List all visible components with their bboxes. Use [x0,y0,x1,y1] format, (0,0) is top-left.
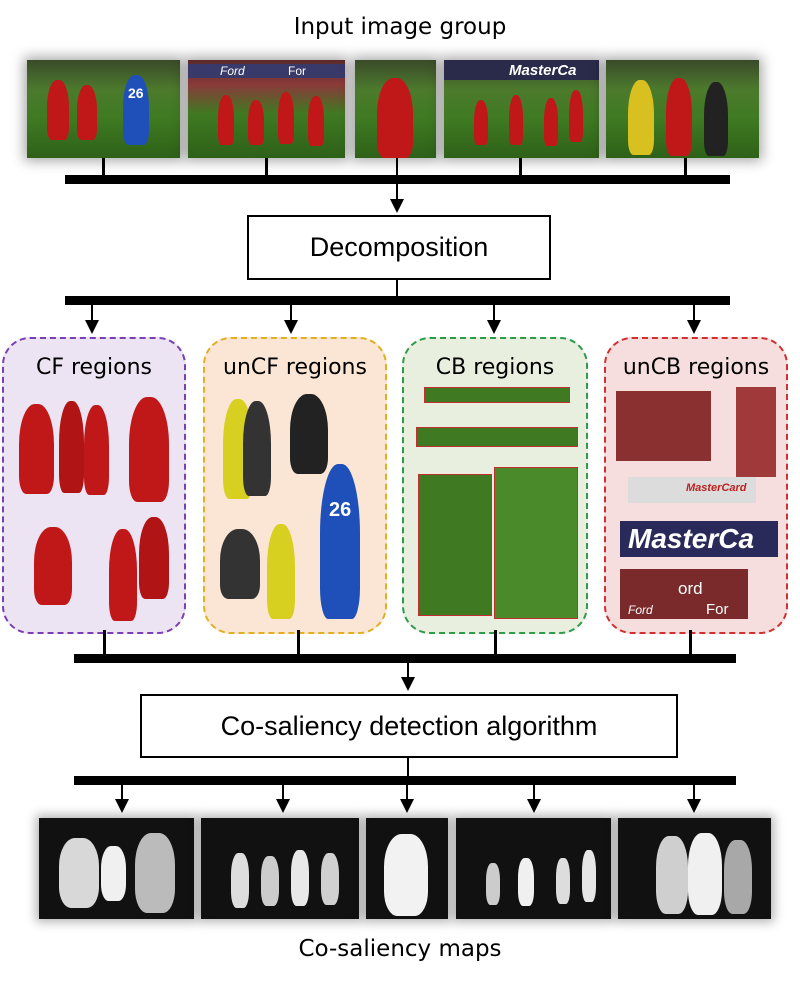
input-image-4: MasterCa [444,60,599,158]
crowd-patch [616,391,711,461]
cb-regions-label: CB regions [435,355,555,380]
cf-regions-label: CF regions [35,355,153,380]
connector-line [102,158,105,178]
connector-line [103,630,106,658]
mastercard-banner-text: MasterCa [509,62,577,79]
ford-panel-text: ord [678,579,703,598]
input-image-1: 26 [27,60,180,158]
saliency-map-1 [39,818,194,919]
input-image-3 [355,60,436,158]
arrow-line [406,784,408,800]
arrow-head [284,320,298,334]
arrow-line [121,784,123,800]
mastercard-small-text: MasterCard [686,482,747,494]
jersey-number-text: 26 [128,85,144,101]
arrow-head [687,320,701,334]
arrow-line [407,756,409,780]
uncb-regions-panel: unCB regions MasterCard MasterCa ord For… [604,337,788,634]
uncb-regions-label: unCB regions [622,355,770,380]
mastercard-big-text: MasterCa [628,523,755,554]
input-image-group-label: Input image group [293,14,507,40]
connector-line [519,158,522,178]
arrow-line [493,304,495,322]
arrow-head [400,799,414,813]
arrow-line [533,784,535,800]
input-image-5 [606,60,759,158]
cf-regions-panel: CF regions [2,337,186,634]
arrow-head [401,677,415,691]
background-strip [416,427,578,447]
ford-logo-text: Ford [628,603,653,617]
arrow-line [91,304,93,322]
arrow-head [487,320,501,334]
decomposition-box: Decomposition [247,215,551,280]
algorithm-bus-bar [74,776,736,785]
banner-patch [620,521,778,557]
arrow-line [407,662,409,680]
arrow-line [693,784,695,800]
connector-line [297,630,300,658]
arrow-line [282,784,284,800]
arrow-line [693,304,695,322]
regions-bus-bar [74,654,736,663]
decomposition-bus-bar [65,296,730,305]
cb-regions-panel: CB regions [402,337,588,634]
connector-line [494,630,497,658]
background-patch [494,467,578,619]
uncf-regions-label: unCF regions [223,355,367,380]
connector-line [689,630,692,658]
arrow-head [687,799,701,813]
arrow-head [85,320,99,334]
arrow-head [390,199,404,213]
co-saliency-maps-label: Co-saliency maps [298,936,502,962]
banner-patch [628,477,756,503]
banner-patch [620,569,748,619]
saliency-map-5 [618,818,771,919]
input-image-2: Ford For [188,60,345,158]
ford-banner-text: Ford [220,64,245,78]
jersey-number-text: 26 [329,499,352,521]
arrow-line [396,278,398,300]
arrow-head [276,799,290,813]
ford-for-text: For [706,601,729,618]
saliency-map-4 [456,818,611,919]
for-banner-text: For [288,64,306,78]
background-strip [424,387,570,403]
crowd-patch [736,387,776,477]
saliency-map-3 [366,818,448,919]
arrow-line [290,304,292,322]
arrow-line [396,158,398,203]
background-patch [418,474,492,616]
connector-line [265,158,268,178]
arrow-head [115,799,129,813]
arrow-head [527,799,541,813]
saliency-map-2 [201,818,359,919]
uncf-regions-panel: unCF regions 26 [203,337,387,634]
co-saliency-algorithm-box: Co-saliency detection algorithm [140,694,678,758]
connector-line [684,158,687,178]
